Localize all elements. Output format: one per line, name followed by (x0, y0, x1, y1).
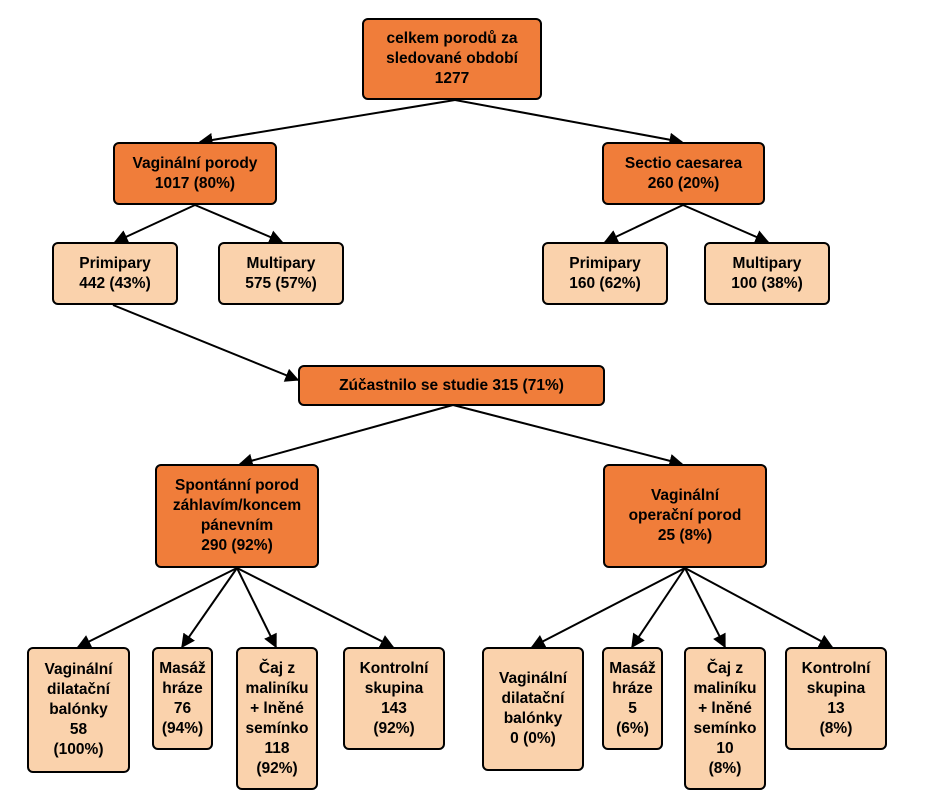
node-op-control: Kontrolní skupina 13 (8%) (785, 647, 887, 750)
edge-spont-massage (181, 567, 238, 649)
node-spont-tea: Čaj z maliníku + lněné semínko 118 (92%) (236, 647, 318, 790)
node-spontaneous-birth: Spontánní porod záhlavím/koncem pánevním… (155, 464, 319, 568)
edge-op-control (684, 567, 834, 648)
node-op-balloon: Vaginální dilatační balónky 0 (0%) (482, 647, 584, 771)
edge-spont-balloon (76, 567, 238, 648)
node-vaginal-multipary: Multipary 575 (57%) (218, 242, 344, 305)
edge-study-operative (452, 404, 684, 468)
node-cesarean-primipary: Primipary 160 (62%) (542, 242, 668, 305)
edge-op-balloon (530, 567, 686, 648)
node-total-births: celkem porodů za sledované období 1277 (362, 18, 542, 100)
node-cesarean: Sectio caesarea 260 (20%) (602, 142, 765, 205)
edge-study-spontaneous (238, 404, 454, 468)
edge-root-vaginal (198, 99, 456, 147)
node-vaginal-primipary: Primipary 442 (43%) (52, 242, 178, 305)
edge-vaginal-primipary (113, 204, 196, 244)
edge-cesarean-primipary (603, 204, 684, 243)
node-spont-massage: Masáž hráze 76 (94%) (152, 647, 213, 750)
node-operative-birth: Vaginální operační porod 25 (8%) (603, 464, 767, 568)
node-vaginal-births: Vaginální porody 1017 (80%) (113, 142, 277, 205)
node-study-participants: Zúčastnilo se studie 315 (71%) (298, 365, 605, 406)
edge-op-tea (684, 567, 726, 649)
edge-op-massage (631, 567, 686, 649)
node-op-massage: Masáž hráze 5 (6%) (602, 647, 663, 750)
node-cesarean-multipary: Multipary 100 (38%) (704, 242, 830, 305)
node-spont-balloon: Vaginální dilatační balónky 58 (100%) (27, 647, 130, 773)
edge-spont-control (236, 567, 395, 648)
edge-spont-tea (236, 567, 277, 649)
edge-root-cesarean (454, 99, 684, 147)
node-op-tea: Čaj z maliníku + lněné semínko 10 (8%) (684, 647, 766, 790)
node-spont-control: Kontrolní skupina 143 (92%) (343, 647, 445, 750)
edge-cesarean-multipary (682, 204, 770, 244)
edge-primipary-study (112, 304, 300, 382)
edge-vaginal-multipary (194, 204, 284, 244)
